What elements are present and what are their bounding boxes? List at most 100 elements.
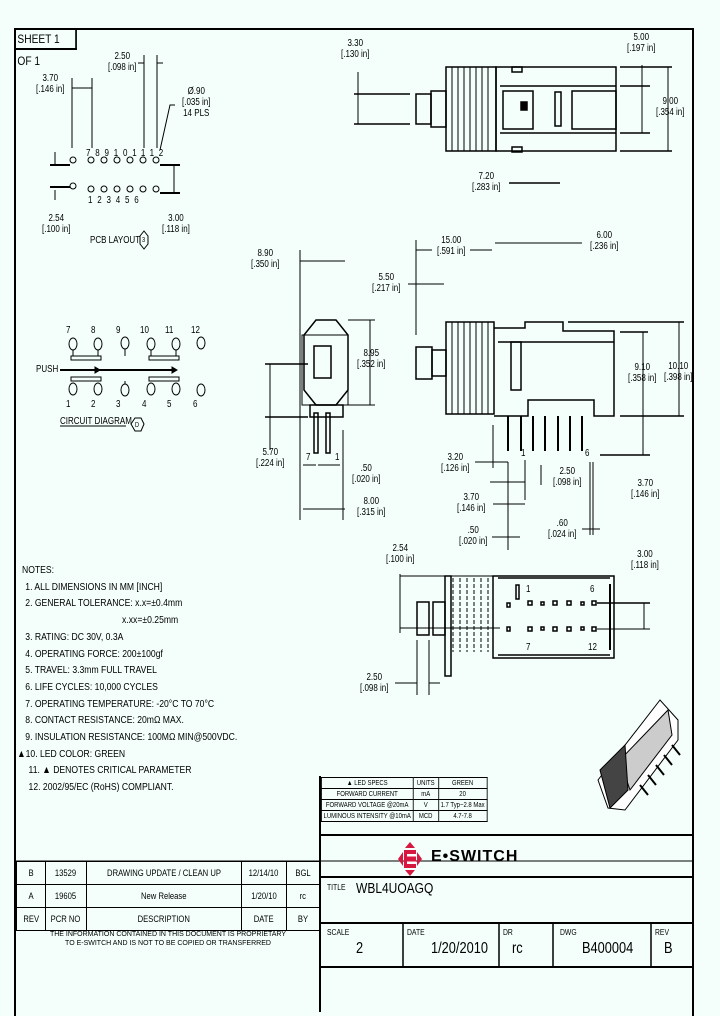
circuit-pin-6: 6	[193, 399, 198, 410]
top-view-lines	[354, 65, 672, 184]
side-dim-3-70-right: 3.70[.146 in]	[631, 478, 660, 500]
circuit-pin-9: 9	[116, 325, 121, 336]
front-dim-5-50: 5.50[.217 in]	[372, 272, 401, 294]
side-pin-6: 6	[585, 448, 590, 459]
date-label: DATE	[407, 928, 425, 937]
bottom-pin-7: 7	[526, 642, 531, 653]
circuit-pin-2: 2	[91, 399, 96, 410]
rev-value: B	[664, 940, 673, 957]
note-5: 5. TRAVEL: 3.3mm FULL TRAVEL	[25, 664, 157, 677]
bottom-pin-6: 6	[590, 584, 595, 595]
side-dim-2-50: 2.50[.098 in]	[553, 466, 582, 488]
note-4: 4. OPERATING FORCE: 200±100gf	[25, 647, 163, 660]
circuit-pin-5: 5	[167, 399, 172, 410]
note-11: 11. ▲ DENOTES CRITICAL PARAMETER	[28, 764, 192, 777]
eswitch-logo-icon	[398, 842, 422, 881]
circuit-pin-7: 7	[66, 325, 71, 336]
front-dim-5-70: 5.70[.224 in]	[256, 447, 285, 469]
dwg-label: DWG	[560, 928, 577, 937]
note-2-cont: x.xx=±0.25mm	[122, 614, 179, 627]
sheet-label: SHEET 1 OF 1	[14, 28, 77, 68]
bottom-dim-2-50: 2.50[.098 in]	[360, 672, 389, 694]
side-pin-1: 1	[521, 448, 526, 459]
note-3: 3. RATING: DC 30V, 0.3A	[25, 630, 124, 643]
front-pin-7: 7	[306, 452, 311, 463]
part-title: WBL4UOAGQ	[356, 880, 434, 897]
push-label: PUSH	[36, 364, 59, 375]
circuit-pin-1: 1	[66, 399, 71, 410]
notes-heading: NOTES:	[22, 564, 55, 576]
bottom-pin-12: 12	[588, 642, 597, 653]
pcb-dim-2-50: 2.50[.098 in]	[108, 51, 137, 73]
note-1: 1. ALL DIMENSIONS IN MM [INCH]	[25, 580, 163, 593]
bottom-dim-3-00: 3.00[.118 in]	[631, 549, 659, 571]
notes-block: NOTES: 1. ALL DIMENSIONS IN MM [INCH] 2.…	[17, 562, 238, 796]
circuit-pin-8: 8	[91, 325, 96, 336]
note-10: ▲10. LED COLOR: GREEN	[17, 747, 126, 760]
bottom-view-lines	[395, 574, 650, 695]
scale-value: 2	[356, 940, 364, 957]
scale-label: SCALE	[327, 928, 350, 937]
revision-table: B 13529 DRAWING UPDATE / CLEAN UP 12/14/…	[16, 861, 320, 931]
circuit-pin-3: 3	[116, 399, 121, 410]
front-dim-8-95: 8.95[.352 in]	[357, 348, 386, 370]
circuit-diagram-lines	[60, 336, 206, 397]
revision-row: A 19605 New Release 1/20/10 rc	[16, 884, 320, 908]
side-dim-3-70-left: 3.70[.146 in]	[457, 492, 486, 514]
pcb-dim-3-70: 3.70[.146 in]	[36, 73, 65, 95]
pcb-dim-3-00: 3.00[.118 in]	[162, 213, 190, 235]
eswitch-brand-name: E•SWITCH	[431, 848, 519, 865]
side-dim-9-10: 9.10[.358 in]	[628, 362, 657, 384]
top-dim-3-30: 3.30[.130 in]	[341, 38, 370, 60]
front-pin-1: 1	[335, 452, 340, 463]
drawn-by-value: rc	[512, 940, 523, 957]
front-dim-8-00: 8.00[.315 in]	[357, 496, 386, 518]
note-7: 7. OPERATING TEMPERATURE: -20°C TO 70°C	[25, 697, 215, 710]
iso-view	[597, 699, 681, 811]
proprietary-notice: THE INFORMATION CONTAINED IN THIS DOCUME…	[49, 931, 287, 947]
circuit-pin-12: 12	[191, 325, 200, 336]
drawing-frame	[14, 28, 694, 1016]
front-dim-0-50: .50[.020 in]	[352, 463, 381, 485]
drawn-by-label: DR	[503, 928, 513, 937]
note-6: 6. LIFE CYCLES: 10,000 CYCLES	[25, 680, 158, 693]
circuit-pin-4: 4	[142, 399, 147, 410]
pcb-layout-holes	[69, 156, 160, 193]
pcb-top-pin-labels: 789101112	[86, 148, 169, 159]
bottom-dim-2-54: 2.54[.100 in]	[386, 543, 415, 565]
revision-row: B 13529 DRAWING UPDATE / CLEAN UP 12/14/…	[16, 861, 320, 885]
circuit-diagram-title: CIRCUIT DIAGRAM	[60, 416, 132, 427]
critical-triangle-icon: ▲	[17, 747, 26, 760]
circuit-pin-10: 10	[140, 325, 149, 336]
title-label: TITLE	[327, 883, 346, 892]
front-dim-8-90: 8.90[.350 in]	[251, 248, 280, 270]
pcb-dim-hole: Ø.90[.035 in]14 PLS	[182, 86, 211, 119]
side-dim-0-50: .50[.020 in]	[459, 525, 488, 547]
side-dim-10-10: 10.10[.398 in]	[664, 361, 693, 383]
side-dim-0-60: .60[.024 in]	[548, 518, 577, 540]
bottom-pin-1: 1	[526, 584, 531, 595]
rev-label: REV	[655, 928, 669, 937]
note-9: 9. INSULATION RESISTANCE: 100MΩ MIN@500V…	[25, 731, 238, 744]
circuit-pin-11: 11	[165, 325, 174, 336]
pcb-dim-2-54: 2.54[.100 in]	[42, 213, 71, 235]
pcb-layout-title: PCB LAYOUT	[90, 235, 141, 246]
top-dim-9-00: 9.00[.354 in]	[656, 96, 685, 118]
side-dim-3-20: 3.20[.126 in]	[441, 452, 470, 474]
note-2: 2. GENERAL TOLERANCE: x.x=±0.4mm	[25, 597, 183, 610]
note-12: 12. 2002/95/EC (RoHS) COMPLIANT.	[28, 781, 174, 794]
side-dim-15-00: 15.00[.591 in]	[437, 235, 466, 257]
note-8: 8. CONTACT RESISTANCE: 20mΩ MAX.	[25, 714, 184, 727]
top-dim-5-00: 5.00[.197 in]	[627, 32, 656, 54]
revision-header: REV PCR NO DESCRIPTION DATE BY	[16, 907, 320, 931]
pcb-layout-ref-mark: 3	[142, 237, 146, 244]
date-value: 1/20/2010	[431, 940, 488, 957]
dwg-number: B400004	[582, 940, 634, 957]
side-view-lines	[408, 240, 684, 550]
front-view-lines	[265, 250, 375, 520]
